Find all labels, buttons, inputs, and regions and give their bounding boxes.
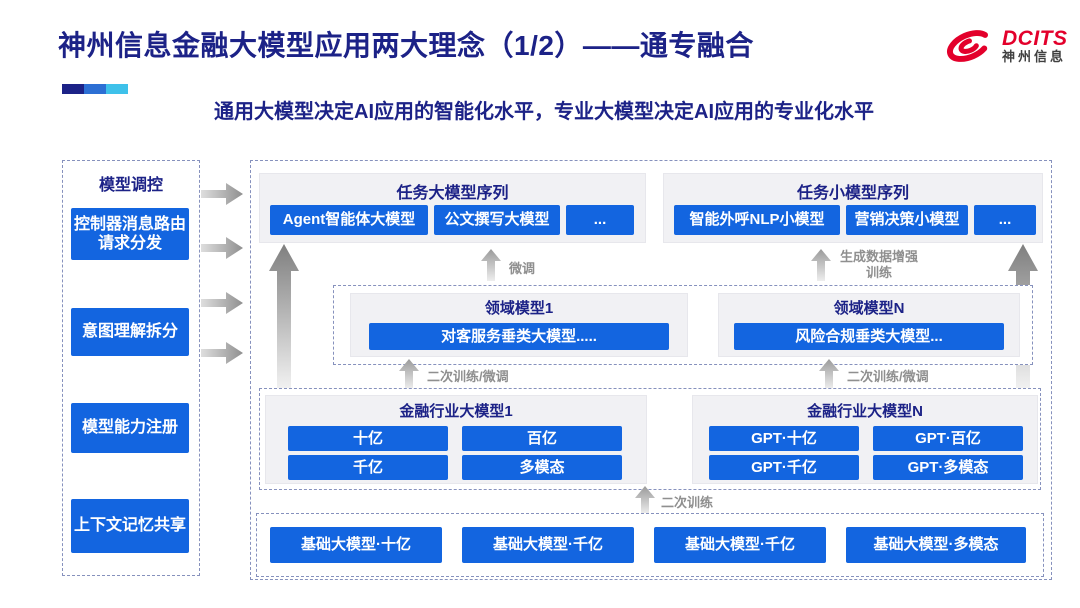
second-train-finetune-label: 二次训练/微调 [427, 369, 509, 384]
up-arrow-icon [819, 359, 839, 389]
industry-models-container: 金融行业大模型1 十亿 百亿 千亿 多模态 金融行业大模型N GPT·十亿 GP… [259, 388, 1041, 490]
main-diagram: 任务大模型序列 Agent智能体大模型 公文撰写大模型 ... 任务小模型序列 … [250, 160, 1052, 580]
sidebar-item-context: 上下文记忆共享 [71, 499, 189, 553]
arrow-right-icon [201, 291, 243, 315]
subtitle: 通用大模型决定AI应用的智能化水平，专业大模型决定AI应用的专业化水平 [214, 101, 874, 123]
model-node-base-100b: 基础大模型·千亿 [654, 527, 826, 563]
panel-title: 金融行业大模型1 [399, 403, 513, 420]
domain-models-container: 领域模型1 对客服务垂类大模型..... 领域模型N 风险合规垂类大模型... [333, 285, 1033, 365]
model-node-ellipsis: ... [974, 205, 1036, 235]
finetune-label: 微调 [509, 261, 536, 276]
panel-task-small-models: 任务小模型序列 智能外呼NLP小模型 营销决策小模型 ... [663, 173, 1043, 243]
model-node-ellipsis: ... [566, 205, 634, 235]
dcits-logo-text: DCITS [1002, 27, 1068, 51]
dcits-logo: DCITS 神州信息 [942, 18, 1072, 74]
panel-title: 任务小模型序列 [796, 185, 909, 202]
model-node-customer-service: 对客服务垂类大模型..... [369, 323, 669, 350]
second-train-finetune-label: 二次训练/微调 [847, 369, 929, 384]
panel-industry-n: 金融行业大模型N GPT·十亿 GPT·百亿 GPT·千亿 GPT·多模态 [692, 395, 1038, 484]
model-node-1b: 十亿 [288, 426, 448, 451]
second-train-label: 二次训练 [661, 495, 714, 510]
up-arrow-icon [635, 486, 655, 514]
dcits-swirl-icon [942, 25, 996, 67]
model-node-100b: 千亿 [288, 455, 448, 480]
title-accent-bar [62, 84, 128, 94]
sidebar-item-intent: 意图理解拆分 [71, 308, 189, 356]
sidebar-item-router: 控制器消息路由请求分发 [71, 208, 189, 260]
dcits-logo-cn: 神州信息 [1002, 49, 1067, 65]
up-arrow-icon [481, 249, 501, 281]
panel-task-large-models: 任务大模型序列 Agent智能体大模型 公文撰写大模型 ... [259, 173, 646, 243]
model-node-base-100b: 基础大模型·千亿 [462, 527, 634, 563]
page-title: 神州信息金融大模型应用两大理念（1/2）——通专融合 [58, 30, 754, 61]
model-node-gpt-1b: GPT·十亿 [709, 426, 859, 451]
gen-data-train-label: 生成数据增强训练 [839, 249, 918, 280]
panel-title: 领域模型1 [484, 300, 554, 317]
model-node-official-doc: 公文撰写大模型 [434, 205, 560, 235]
model-node-gpt-multimodal: GPT·多模态 [873, 455, 1023, 480]
panel-domain-1: 领域模型1 对客服务垂类大模型..... [350, 293, 688, 357]
model-control-panel: 模型调控 控制器消息路由请求分发 意图理解拆分 模型能力注册 上下文记忆共享 [62, 160, 200, 576]
panel-title: 领域模型N [833, 300, 905, 317]
model-node-marketing: 营销决策小模型 [846, 205, 968, 235]
model-node-gpt-10b: GPT·百亿 [873, 426, 1023, 451]
sidebar-item-registry: 模型能力注册 [71, 403, 189, 453]
model-node-10b: 百亿 [462, 426, 622, 451]
panel-title: 金融行业大模型N [807, 403, 923, 420]
model-node-gpt-100b: GPT·千亿 [709, 455, 859, 480]
up-arrow-icon [811, 249, 831, 281]
model-node-outbound-nlp: 智能外呼NLP小模型 [674, 205, 840, 235]
up-arrow-icon [399, 359, 419, 389]
model-node-base-multimodal: 基础大模型·多模态 [846, 527, 1026, 563]
arrow-right-icon [201, 182, 243, 206]
model-node-base-1b: 基础大模型·十亿 [270, 527, 442, 563]
panel-domain-n: 领域模型N 风险合规垂类大模型... [718, 293, 1020, 357]
panel-industry-1: 金融行业大模型1 十亿 百亿 千亿 多模态 [265, 395, 647, 484]
panel-title: 任务大模型序列 [396, 185, 509, 202]
arrow-right-icon [201, 236, 243, 260]
arrow-right-icon [201, 341, 243, 365]
model-node-risk-compliance: 风险合规垂类大模型... [734, 323, 1004, 350]
sidebar-title: 模型调控 [98, 177, 163, 194]
model-node-agent: Agent智能体大模型 [270, 205, 428, 235]
base-models-container: 基础大模型·十亿 基础大模型·千亿 基础大模型·千亿 基础大模型·多模态 [256, 513, 1044, 577]
long-up-arrow-icon [269, 244, 299, 392]
model-node-multimodal: 多模态 [462, 455, 622, 480]
